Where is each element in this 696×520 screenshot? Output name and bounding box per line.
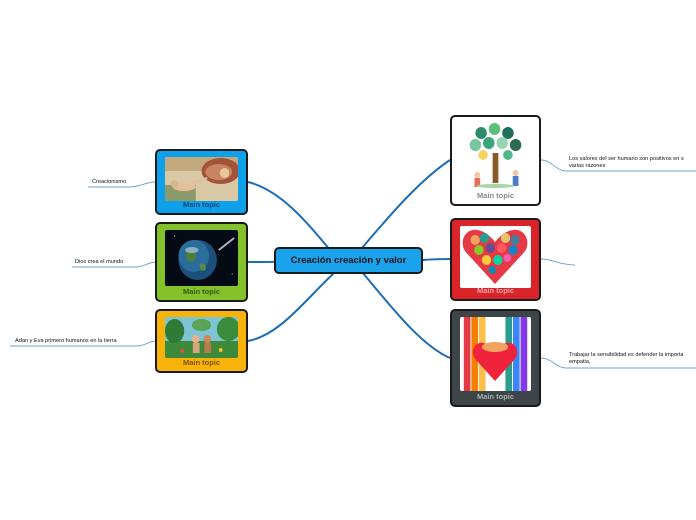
note-line-4	[540, 159, 696, 172]
topic-label: Main topic	[476, 392, 515, 401]
rainbow-hands-heart-image	[460, 317, 531, 391]
topic-node-adan-y-eva[interactable]: Main topic	[155, 309, 248, 373]
connector-topic-1	[247, 181, 331, 251]
connector-topic-5	[422, 258, 451, 261]
note-line-6	[540, 357, 696, 369]
topic-label: Main topic	[476, 191, 515, 200]
note-empatia: Trabajar la sensibilidad es defender la …	[569, 352, 684, 365]
topic-node-dios-crea-el-mundo[interactable]: Main topic	[155, 222, 248, 302]
adam-and-eve-image	[165, 317, 238, 358]
topic-node-corazon[interactable]: Main topic	[450, 218, 541, 301]
note-dios-crea-el-mundo: Dios crea el mundo	[75, 259, 124, 265]
heart-of-hands-image	[460, 226, 531, 288]
note-valores: Los valores del ser humano son positivos…	[569, 156, 684, 169]
note-line-2	[72, 261, 157, 268]
topic-node-empatia[interactable]: Main topic	[450, 309, 541, 407]
note-creacionismo: Creacionismo	[92, 179, 127, 185]
topic-node-valores[interactable]: Main topic	[450, 115, 541, 206]
central-topic[interactable]: Creación creación y valor	[274, 247, 423, 274]
note-line-3	[10, 340, 157, 347]
earth-globe-image	[165, 230, 238, 286]
topic-label: Main topic	[182, 200, 221, 209]
tree-of-values-image	[462, 123, 529, 191]
connector-topic-6	[361, 271, 451, 359]
note-line-5	[540, 258, 576, 266]
central-topic-title: Creación creación y valor	[290, 255, 407, 266]
note-adan-y-eva: Adan y Eva primero humanos en la tierra	[15, 338, 117, 344]
creation-of-adam-image	[165, 157, 238, 201]
connector-topic-4	[361, 159, 451, 249]
topic-node-creacionismo[interactable]: Main topic	[155, 149, 248, 215]
topic-label: Main topic	[476, 286, 515, 295]
connector-topic-3	[247, 271, 336, 342]
topic-label: Main topic	[182, 358, 221, 367]
topic-label: Main topic	[182, 287, 221, 296]
note-line-1	[88, 181, 157, 188]
